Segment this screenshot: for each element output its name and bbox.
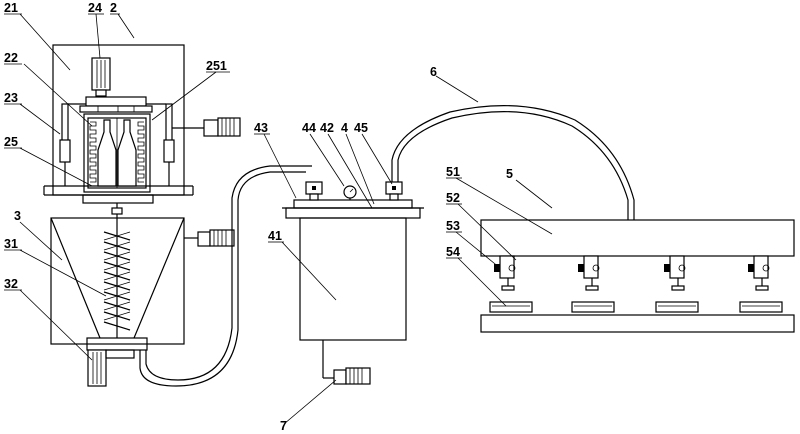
- lid-42: [294, 200, 412, 208]
- label-32: 32: [4, 277, 18, 291]
- label-4: 4: [341, 121, 348, 135]
- cylinder-23-right: [146, 104, 205, 186]
- label-41: 41: [268, 229, 282, 243]
- labels: 2 21 24 22 251 23 25 3 31 32 43 44 42 4 …: [4, 1, 513, 433]
- nozzle-unit-1: [490, 256, 532, 312]
- motor-24: [92, 58, 110, 96]
- label-54: 54: [446, 245, 460, 259]
- press-assembly-22: [80, 97, 152, 112]
- screw-31: [104, 218, 130, 338]
- label-22: 22: [4, 51, 18, 65]
- label-5: 5: [506, 167, 513, 181]
- label-underlines: [4, 14, 462, 290]
- label-24: 24: [88, 1, 102, 15]
- valve-45: [386, 182, 402, 200]
- tank-41: [282, 208, 424, 340]
- label-51: 51: [446, 165, 460, 179]
- label-3: 3: [14, 209, 21, 223]
- frame-5: [481, 220, 794, 332]
- label-43: 43: [254, 121, 268, 135]
- motor-32: [88, 350, 134, 386]
- pipe-hopper-to-tank: [140, 166, 312, 386]
- label-2: 2: [110, 1, 117, 15]
- label-53: 53: [446, 219, 460, 233]
- label-21: 21: [4, 1, 18, 15]
- label-52: 52: [446, 191, 460, 205]
- label-31: 31: [4, 237, 18, 251]
- label-25: 25: [4, 135, 18, 149]
- label-251: 251: [206, 59, 227, 73]
- label-6: 6: [430, 65, 437, 79]
- valve-43: [306, 182, 322, 200]
- pump-hopper: [198, 230, 234, 246]
- label-23: 23: [4, 91, 18, 105]
- label-42: 42: [320, 121, 334, 135]
- label-44: 44: [302, 121, 316, 135]
- nozzle-unit-4: [740, 256, 782, 312]
- nozzle-unit-2: [572, 256, 614, 312]
- pump-upper: [204, 118, 240, 136]
- cylinder-23-left: [60, 104, 86, 186]
- pump-7: [323, 340, 370, 384]
- coupling-shaft: [112, 203, 122, 218]
- label-7: 7: [280, 419, 287, 433]
- label-45: 45: [354, 121, 368, 135]
- nozzle-unit-3: [656, 256, 698, 312]
- pipe-6: [392, 106, 634, 220]
- mold-25: [84, 114, 150, 192]
- gauge-44: [344, 186, 356, 200]
